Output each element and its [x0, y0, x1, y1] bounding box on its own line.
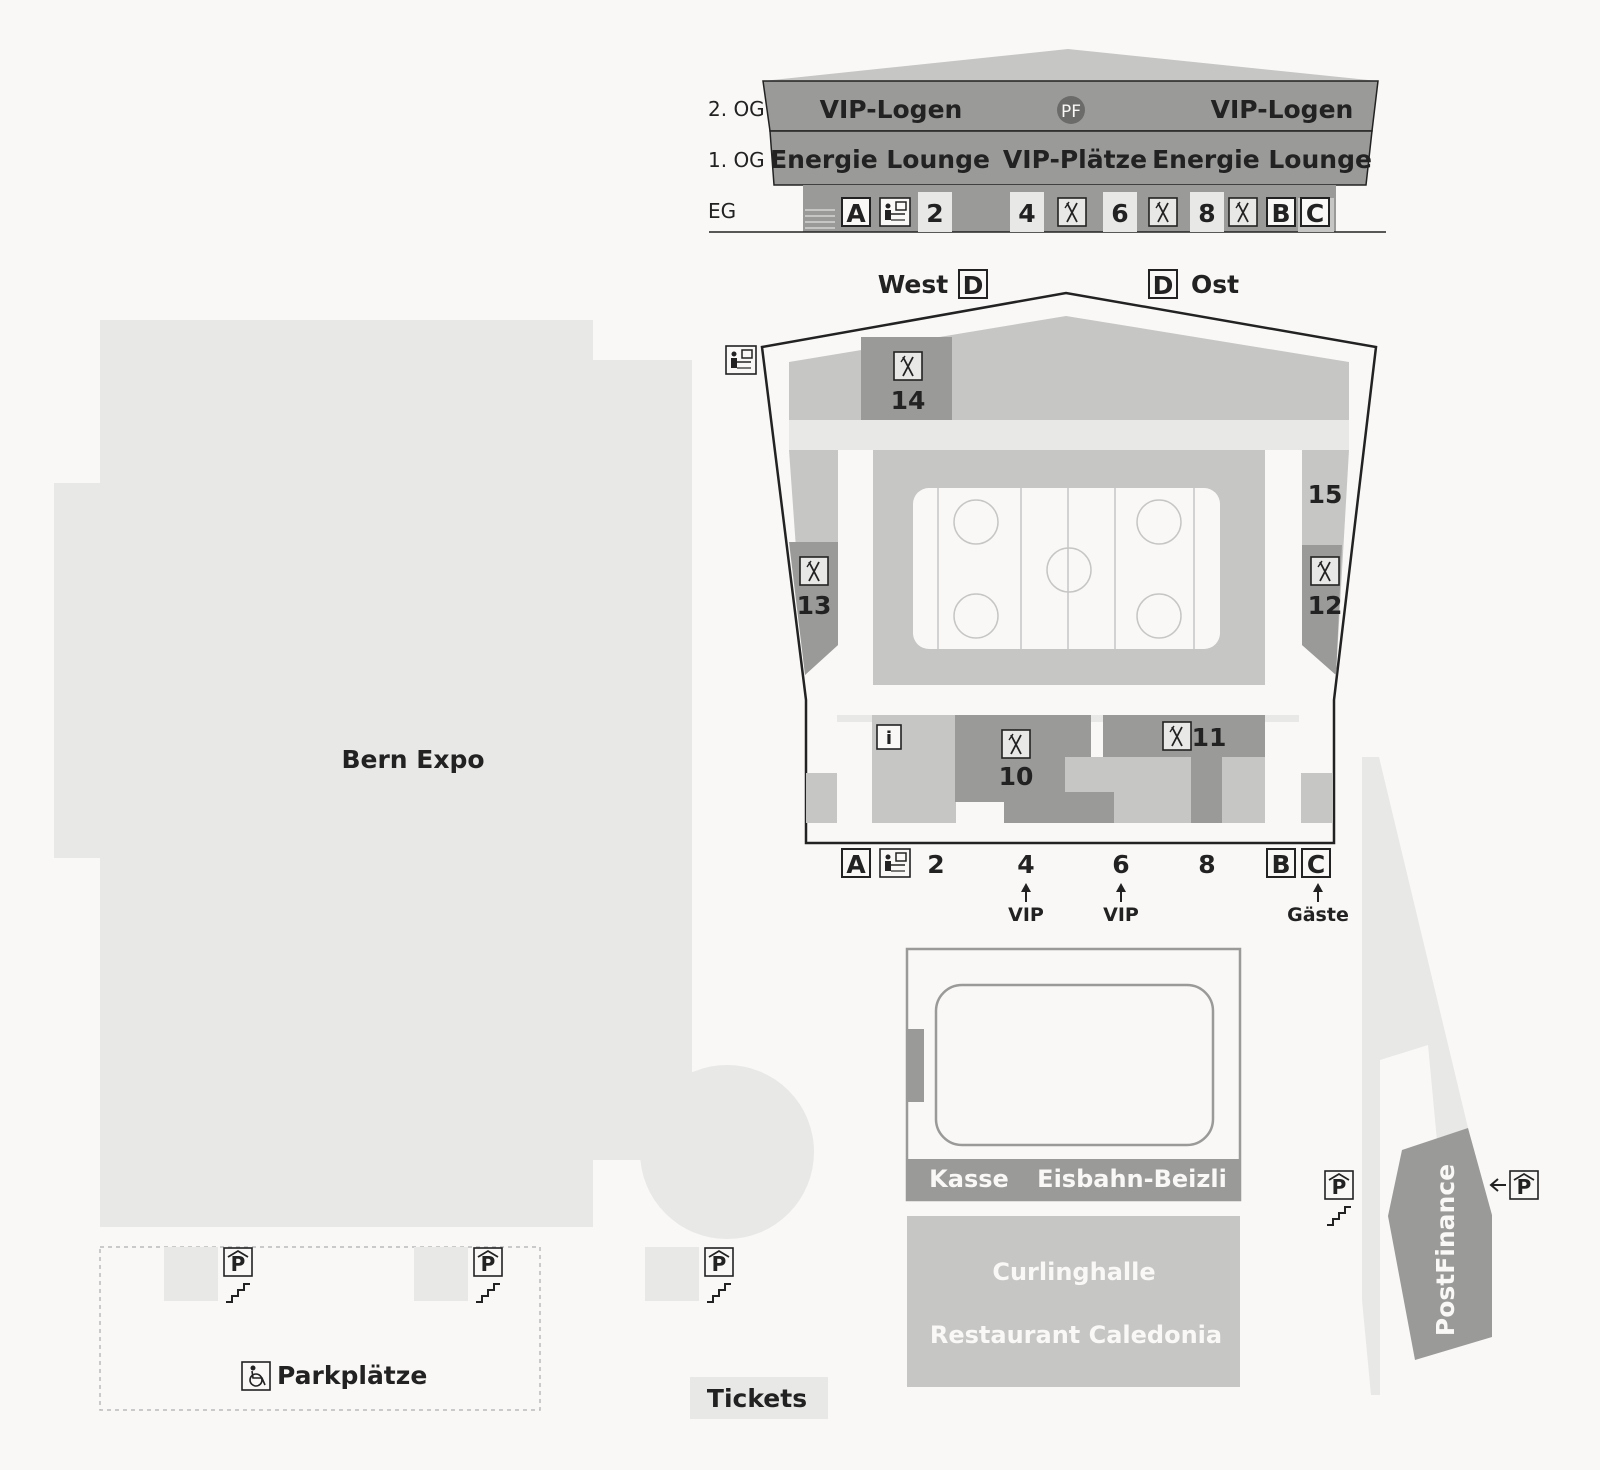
curlinghalle-label: Curlinghalle — [992, 1258, 1155, 1286]
arrow-left-icon — [1489, 1178, 1506, 1192]
kasse-label: Kasse — [929, 1165, 1009, 1193]
gate-d-ost: D — [1153, 271, 1174, 300]
bern-expo-label: Bern Expo — [341, 745, 484, 774]
energie-lounge-left: Energie Lounge — [770, 145, 990, 174]
entrance-4[interactable]: 4 — [1017, 850, 1034, 879]
restaurant-icon — [1001, 729, 1031, 759]
ice-rink — [913, 488, 1220, 649]
vip-left-label: VIP — [1008, 904, 1044, 926]
stairs-icon — [1326, 1206, 1352, 1226]
eisbahn-building: Kasse Eisbahn-Beizli — [905, 947, 1242, 1202]
wheelchair-icon — [241, 1361, 271, 1391]
arena: West D D Ost — [725, 269, 1378, 926]
entrance-b[interactable]: B — [1271, 850, 1290, 879]
bern-expo-building: Bern Expo — [54, 320, 814, 1239]
eg-entrance-4: 4 — [1018, 199, 1035, 228]
vip-logen-right: VIP-Logen — [1211, 95, 1354, 124]
arrow-up-icon — [1021, 883, 1031, 902]
restaurant-icon — [1148, 197, 1178, 227]
vip-logen-left: VIP-Logen — [820, 95, 963, 124]
arrow-up-icon — [1313, 883, 1323, 902]
restaurant-icon — [893, 351, 923, 381]
ost-label: Ost — [1191, 270, 1239, 299]
tickets-booth[interactable]: Tickets — [690, 1377, 828, 1419]
postfinance-label: PostFinance — [1431, 1164, 1460, 1336]
pf-badge — [1057, 96, 1085, 124]
entrance-2[interactable]: 2 — [927, 850, 944, 879]
restaurant-icon — [1057, 197, 1087, 227]
gate-d-west: D — [963, 271, 984, 300]
sector-14: 14 — [891, 386, 926, 415]
entrance-a[interactable]: A — [846, 850, 866, 879]
floor-eg-label: EG — [708, 199, 736, 223]
sector-15: 15 — [1308, 480, 1343, 509]
sector-10: 10 — [999, 762, 1034, 791]
stairs-icon — [475, 1283, 501, 1303]
entrance-6[interactable]: 6 — [1112, 850, 1129, 879]
ticket-machine-icon — [879, 848, 911, 878]
eg-entrance-8: 8 — [1198, 199, 1215, 228]
arrow-up-icon — [1116, 883, 1126, 902]
vip-right-label: VIP — [1103, 904, 1139, 926]
stairs-icon — [225, 1283, 251, 1303]
eg-entrance-a: A — [846, 199, 866, 228]
sector-11: 11 — [1192, 723, 1227, 752]
svg-text:P: P — [231, 1252, 246, 1276]
sector-12: 12 — [1308, 591, 1343, 620]
svg-text:P: P — [712, 1252, 727, 1276]
info-icon: i — [876, 724, 902, 750]
floor-legend: 2. OG 1. OG EG VIP-Logen PF VIP-Logen En… — [708, 49, 1386, 233]
sector-13: 13 — [797, 591, 832, 620]
svg-text:P: P — [481, 1252, 496, 1276]
entrance-8[interactable]: 8 — [1198, 850, 1215, 879]
eg-entrance-b: B — [1271, 199, 1290, 228]
parking-area: P P P Parkplätze — [99, 1246, 734, 1411]
stairs-icon — [706, 1283, 732, 1303]
ticket-machine-icon — [725, 345, 757, 375]
floor-2-label: 2. OG — [708, 97, 765, 121]
tickets-label: Tickets — [707, 1384, 807, 1413]
restaurant-icon — [799, 556, 829, 586]
curlinghalle-building: Curlinghalle Restaurant Caledonia — [907, 1216, 1240, 1387]
eg-entrance-2: 2 — [926, 199, 943, 228]
eisbahn-beizli-label: Eisbahn-Beizli — [1037, 1165, 1227, 1193]
energie-lounge-right: Energie Lounge — [1152, 145, 1372, 174]
entrance-c[interactable]: C — [1307, 850, 1325, 879]
restaurant-caledonia-label: Restaurant Caledonia — [930, 1321, 1222, 1349]
eg-entrance-6: 6 — [1111, 199, 1128, 228]
restaurant-icon — [1228, 197, 1258, 227]
restaurant-icon — [1162, 721, 1192, 751]
floor-1-label: 1. OG — [708, 148, 765, 172]
ticket-machine-icon — [879, 197, 911, 227]
stairs-pattern — [805, 209, 835, 229]
arena-entrances: A 2 4 6 8 B C VIP VIP Gäste — [841, 848, 1349, 926]
gaeste-label: Gäste — [1287, 904, 1349, 926]
svg-text:i: i — [886, 728, 892, 749]
svg-text:P: P — [1332, 1175, 1347, 1199]
eg-entrance-c: C — [1306, 199, 1324, 228]
postfinance-building: PostFinance — [1388, 1128, 1492, 1360]
west-label: West — [878, 270, 949, 299]
pf-badge-label: PF — [1061, 102, 1081, 122]
svg-text:P: P — [1517, 1175, 1532, 1199]
restaurant-icon — [1310, 556, 1340, 586]
east-path — [1362, 757, 1469, 1395]
eg-row: A 2 4 6 8 B C — [841, 192, 1334, 232]
vip-plaetze: VIP-Plätze — [1003, 145, 1147, 174]
parkplaetze-label: Parkplätze — [277, 1361, 427, 1390]
